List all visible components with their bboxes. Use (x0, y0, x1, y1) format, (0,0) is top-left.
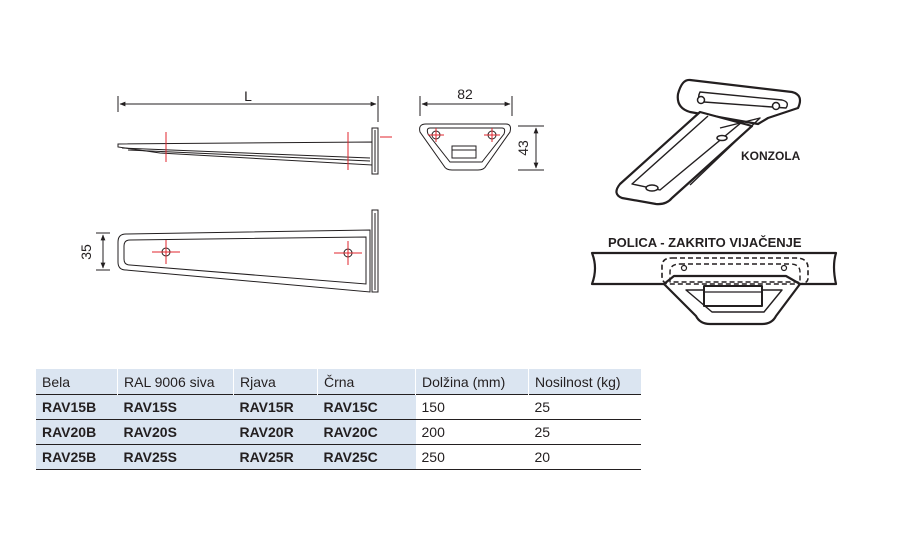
cell-length: 150 (415, 394, 529, 420)
specification-table: Bela RAL 9006 siva Rjava Črna Dolžina (m… (36, 369, 641, 470)
length-dimension-label: L (244, 88, 252, 104)
bracket-isometric-illustration (615, 78, 802, 206)
height-dimension-label: 43 (515, 140, 531, 156)
cell-length: 200 (415, 419, 529, 445)
shelf-section-illustration (590, 251, 838, 326)
front-view-centerlines (428, 128, 500, 142)
cell-white-code: RAV15B (36, 394, 118, 420)
column-header-brown: Rjava (233, 369, 318, 395)
cell-black-code: RAV20C (317, 419, 416, 445)
cell-black-code: RAV15C (317, 394, 416, 420)
bracket-label: KONZOLA (741, 149, 801, 163)
table-header-row: Bela RAL 9006 siva Rjava Črna Dolžina (m… (36, 369, 641, 395)
cell-brown-code: RAV20R (233, 419, 318, 445)
cell-grey-code: RAV15S (117, 394, 234, 420)
top-view-centerlines (152, 240, 362, 265)
cell-load-capacity: 20 (528, 444, 641, 470)
table-row: RAV15B RAV15S RAV15R RAV15C 150 25 (36, 394, 641, 420)
table-row: RAV25B RAV25S RAV25R RAV25C 250 20 (36, 444, 641, 470)
column-header-load-capacity: Nosilnost (kg) (528, 369, 641, 395)
cell-white-code: RAV20B (36, 419, 118, 445)
table-row: RAV20B RAV20S RAV20R RAV20C 200 25 (36, 419, 641, 445)
cell-white-code: RAV25B (36, 444, 118, 470)
depth-dimension-label: 35 (78, 244, 94, 260)
cell-length: 250 (415, 444, 529, 470)
side-view-drawing (117, 96, 379, 175)
column-header-length: Dolžina (mm) (415, 369, 529, 395)
width-dimension-label: 82 (457, 86, 473, 102)
cell-load-capacity: 25 (528, 419, 641, 445)
cell-black-code: RAV25C (317, 444, 416, 470)
front-view-drawing (419, 96, 544, 171)
column-header-ral9006-grey: RAL 9006 siva (117, 369, 234, 395)
top-view-drawing (96, 209, 379, 293)
cell-grey-code: RAV20S (117, 419, 234, 445)
side-view-centerlines (165, 132, 392, 170)
cell-load-capacity: 25 (528, 394, 641, 420)
shelf-label: POLICA - ZAKRITO VIJAČENJE (608, 235, 802, 250)
cell-brown-code: RAV25R (233, 444, 318, 470)
column-header-black: Črna (317, 369, 416, 395)
column-header-white: Bela (36, 369, 118, 395)
cell-brown-code: RAV15R (233, 394, 318, 420)
cell-grey-code: RAV25S (117, 444, 234, 470)
